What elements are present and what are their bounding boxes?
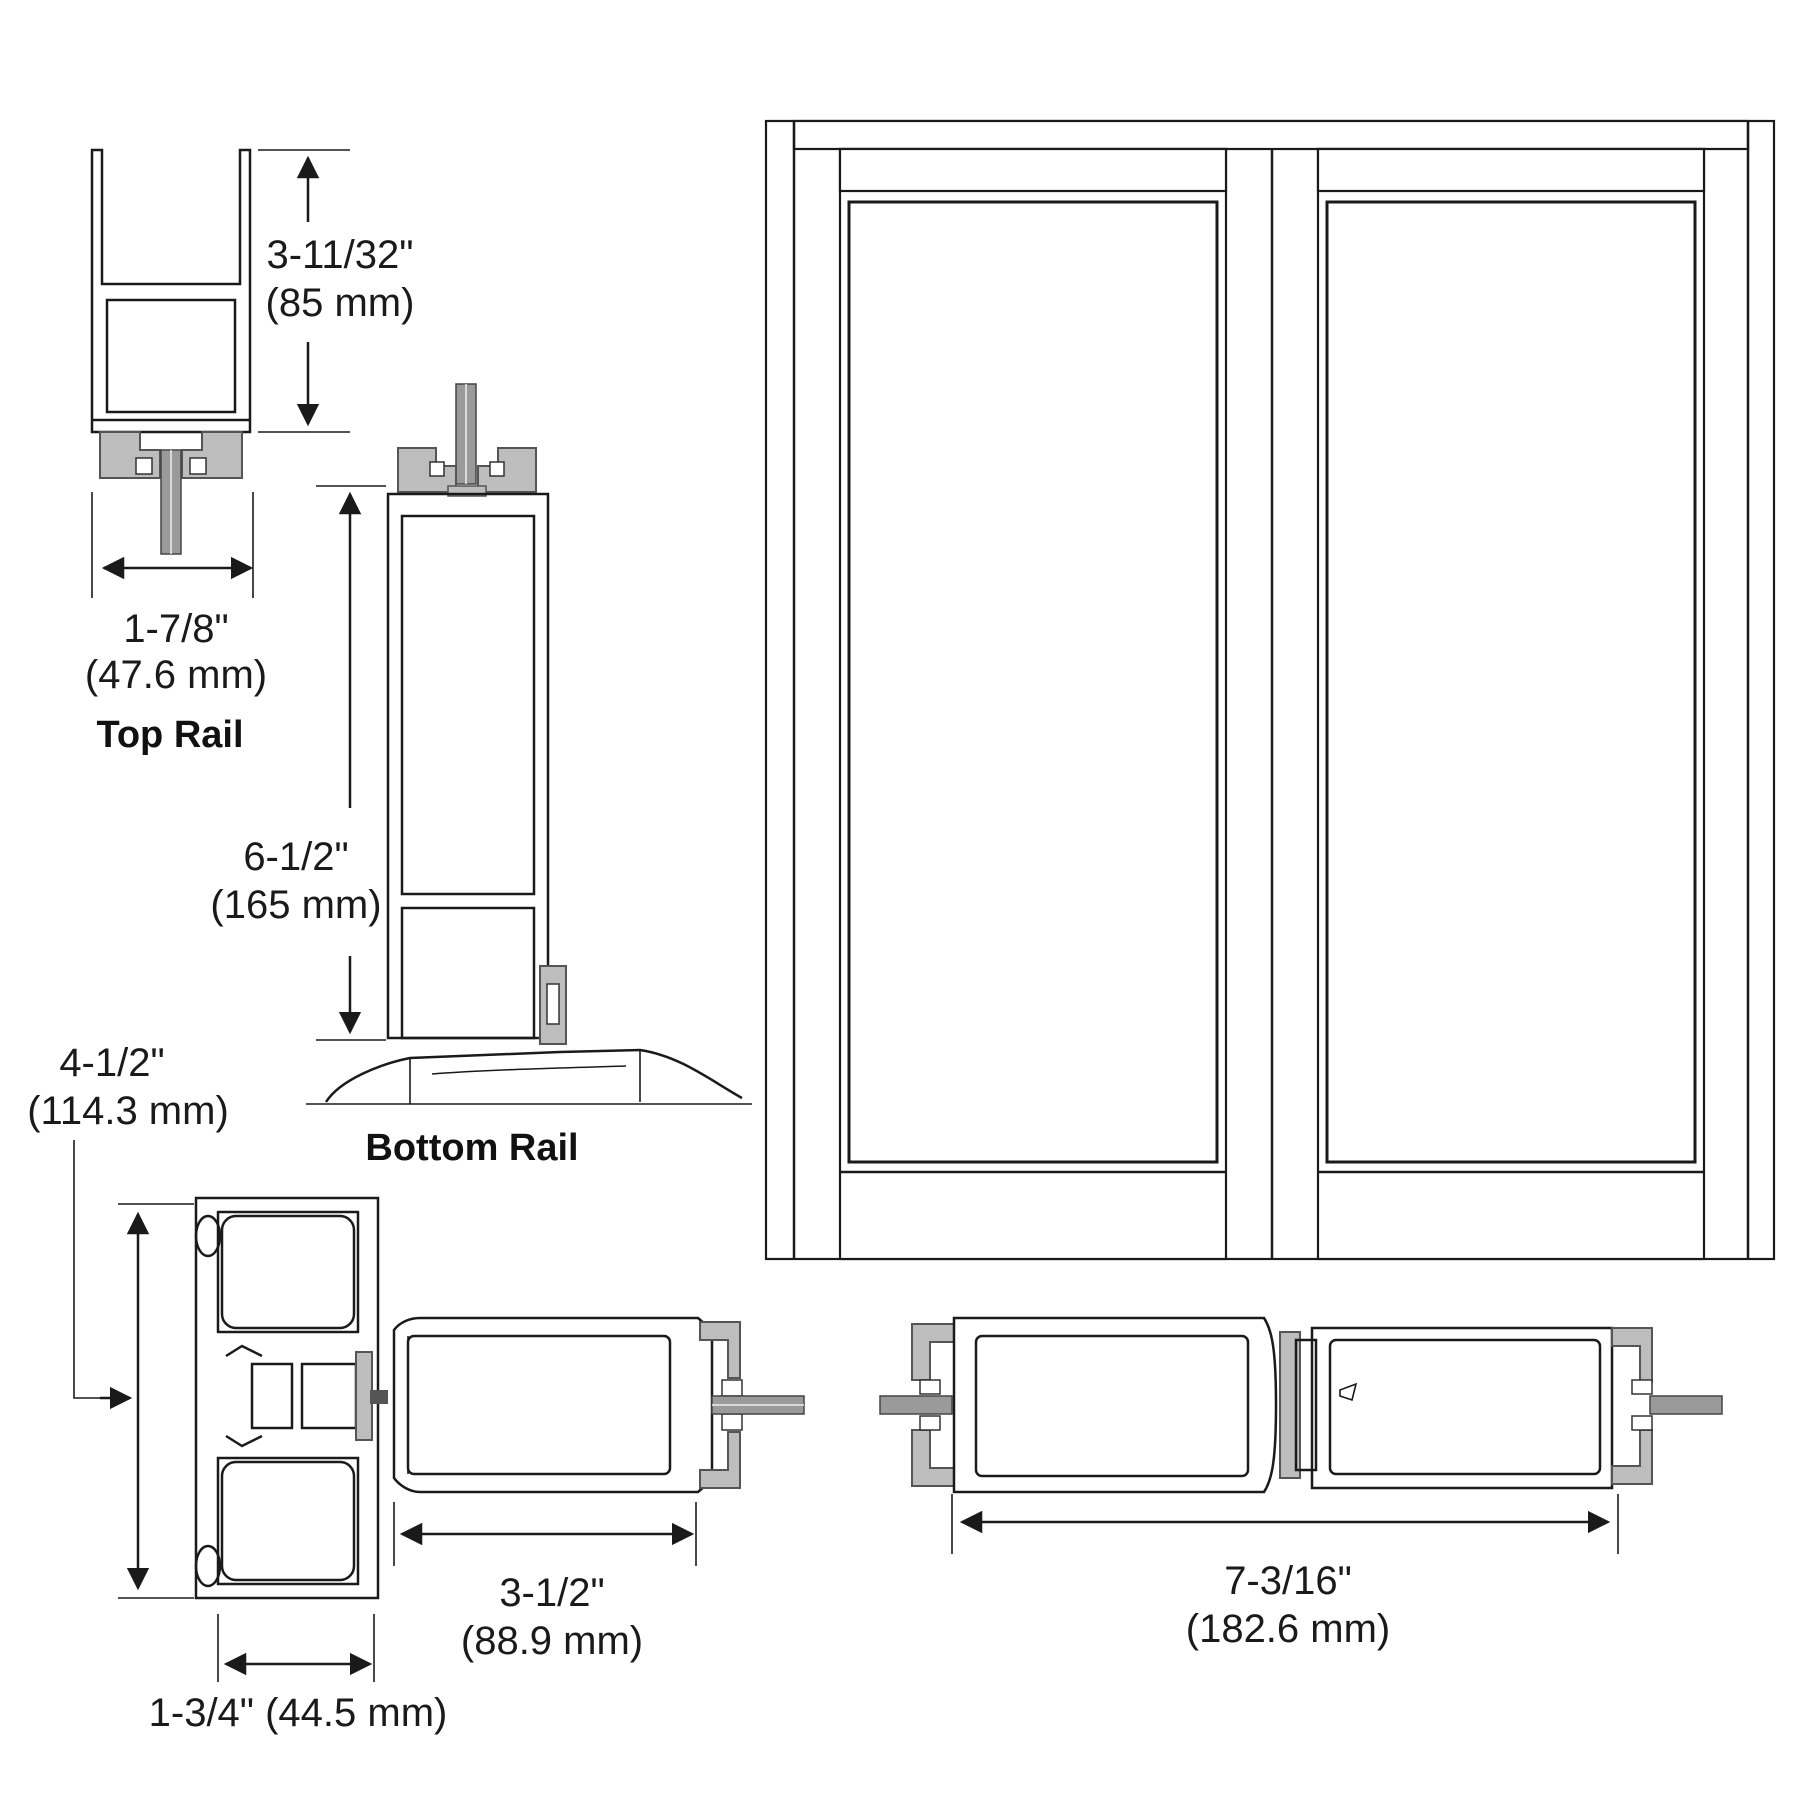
right-door-leaf — [1316, 147, 1706, 1261]
right-meeting-stile — [1310, 1326, 1614, 1490]
frame-width-label: 1-3/4" (44.5 mm) — [149, 1691, 448, 1735]
jamb-depth-dimension: 4-1/2" (114.3 mm) — [27, 1041, 229, 1599]
meeting-stiles-section: 7-3/16" (182.6 mm) — [879, 1316, 1723, 1651]
top-rail-width-mm: (47.6 mm) — [85, 653, 267, 697]
top-rail-profile — [90, 148, 252, 555]
meeting-stiles-width-in: 7-3/16" — [1224, 1559, 1352, 1603]
bottom-rail-section: 6-1/2" (165 mm) Bottom Rail — [210, 383, 752, 1169]
jamb-plan-section: 4-1/2" (114.3 mm) 3-1/2" (88.9 mm) 1-3/4… — [27, 1041, 805, 1735]
meeting-stiles-width-dimension: 7-3/16" (182.6 mm) — [951, 1494, 1619, 1651]
top-rail-height-mm: (85 mm) — [266, 281, 415, 325]
bottom-rail-height-in: 6-1/2" — [243, 835, 348, 879]
stile-width-mm: (88.9 mm) — [461, 1619, 643, 1663]
bottom-rail-height-mm: (165 mm) — [210, 883, 381, 927]
bottom-rail-label: Bottom Rail — [365, 1127, 578, 1169]
top-rail-height-dimension: 3-11/32" (85 mm) — [258, 149, 415, 433]
left-meeting-stile — [952, 1316, 1278, 1494]
top-rail-section: 3-11/32" (85 mm) 1-7/8" (47.6 mm) Top Ra… — [85, 148, 415, 756]
right-glass-panel — [1325, 200, 1697, 1164]
bottom-rail-profile — [324, 383, 743, 1104]
jamb-frame-profile — [194, 1196, 388, 1600]
left-glass-panel — [847, 200, 1219, 1164]
top-rail-height-in: 3-11/32" — [267, 233, 414, 277]
top-rail-label: Top Rail — [96, 714, 243, 756]
right-glass-edge — [1649, 1395, 1723, 1415]
door-elevation — [764, 119, 1776, 1261]
left-door-leaf — [838, 147, 1228, 1261]
top-rail-width-dimension: 1-7/8" (47.6 mm) — [85, 492, 267, 697]
stile-width-in: 3-1/2" — [499, 1571, 604, 1615]
jamb-depth-mm: (114.3 mm) — [27, 1089, 229, 1133]
top-rail-width-in: 1-7/8" — [123, 607, 228, 651]
stile-width-dimension: 3-1/2" (88.9 mm) — [393, 1502, 697, 1663]
bottom-rail-height-dimension: 6-1/2" (165 mm) — [210, 485, 386, 1041]
jamb-door-stile — [392, 1316, 805, 1494]
meeting-stiles-width-mm: (182.6 mm) — [1186, 1607, 1391, 1651]
frame-width-dimension: 1-3/4" (44.5 mm) — [149, 1614, 448, 1735]
jamb-depth-in: 4-1/2" — [59, 1041, 164, 1085]
left-glass-edge — [879, 1395, 953, 1415]
